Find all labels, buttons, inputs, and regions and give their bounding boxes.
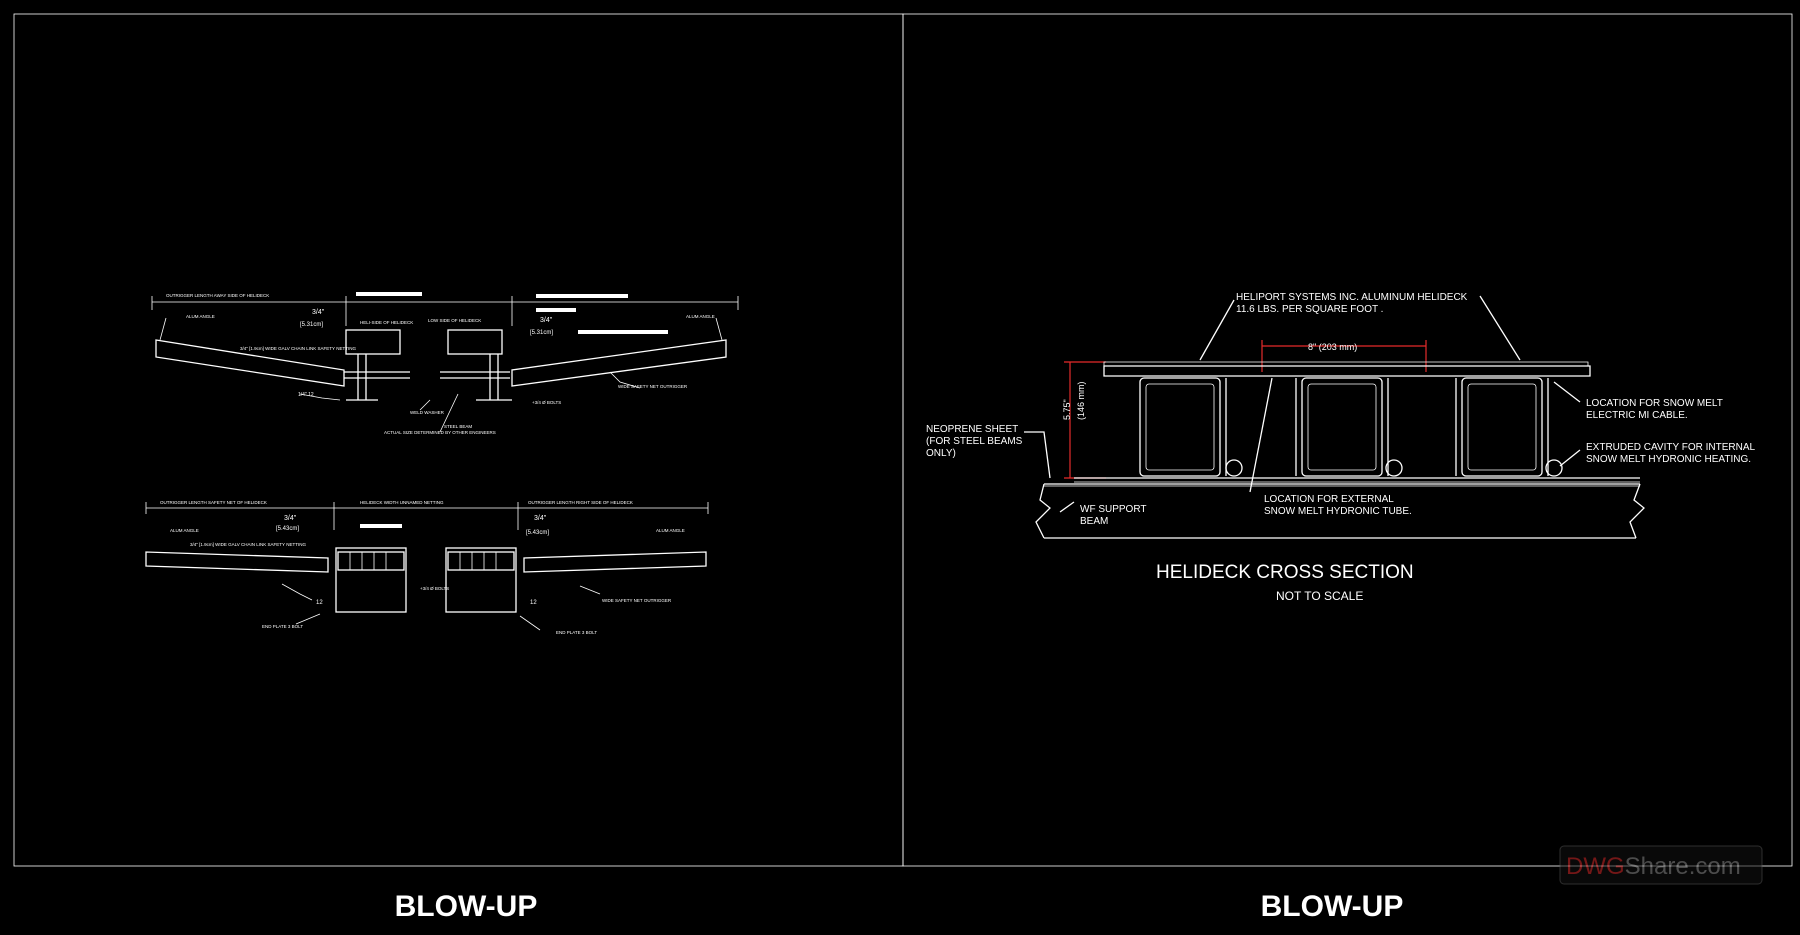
svg-text:WELD WASHER: WELD WASHER xyxy=(410,410,445,415)
cross-section-title: HELIDECK CROSS SECTION xyxy=(1156,562,1414,583)
neoprene-label-3: ONLY) xyxy=(926,448,956,459)
svg-text:OUTRIGGER LENGTH SAFETY NET OF: OUTRIGGER LENGTH SAFETY NET OF HELIDECK xyxy=(160,500,267,505)
svg-text:DWGShare.com: DWGShare.com xyxy=(1566,853,1741,880)
svg-text:ACTUAL SIZE DETERMINED BY OTHE: ACTUAL SIZE DETERMINED BY OTHER ENGINEER… xyxy=(384,430,496,435)
bar-1 xyxy=(356,292,422,296)
wf-label-2: BEAM xyxy=(1080,516,1108,527)
left-bottom-detail: OUTRIGGER LENGTH SAFETY NET OF HELIDECK … xyxy=(145,500,709,635)
svg-text:HELI-SIDE OF HELIDECK: HELI-SIDE OF HELIDECK xyxy=(360,320,413,325)
bar-2 xyxy=(536,294,628,298)
bar-3 xyxy=(536,308,576,312)
right-outrigger xyxy=(511,339,727,387)
svg-text:3/4": 3/4" xyxy=(534,515,547,522)
snowmelt-label-2: ELECTRIC MI CABLE. xyxy=(1586,410,1688,421)
neoprene-label-2: (FOR STEEL BEAMS xyxy=(926,436,1023,447)
svg-text:ALUM ANGLE: ALUM ANGLE xyxy=(656,528,685,533)
svg-text:3/4": 3/4" xyxy=(284,515,297,522)
deck-top-plate xyxy=(1103,365,1591,377)
svg-text:3/4" [1.9cm] WIDE GALV CHAIN L: 3/4" [1.9cm] WIDE GALV CHAIN LINK SAFETY… xyxy=(190,542,306,547)
svg-text:ALUM ANGLE: ALUM ANGLE xyxy=(170,528,199,533)
svg-text:LOW SIDE OF HELIDECK: LOW SIDE OF HELIDECK xyxy=(428,318,481,323)
svg-text:3/4" [1.9cm] WIDE GALV CHAIN L: 3/4" [1.9cm] WIDE GALV CHAIN LINK SAFETY… xyxy=(240,346,356,351)
svg-text:1/4" 12: 1/4" 12 xyxy=(298,392,314,398)
left-panel-frame xyxy=(13,13,904,867)
deck-cell-3 xyxy=(1461,377,1543,477)
bar-5 xyxy=(360,524,402,528)
snowmelt-label-1: LOCATION FOR SNOW MELT xyxy=(1586,398,1723,409)
extruded-label-2: SNOW MELT HYDRONIC HEATING. xyxy=(1586,454,1751,465)
extruded-label-1: EXTRUDED CAVITY FOR INTERNAL xyxy=(1586,442,1756,453)
svg-text:+3/4 Ø BOLTS: +3/4 Ø BOLTS xyxy=(532,400,561,405)
svg-text:END PLATE 3 BOLT: END PLATE 3 BOLT xyxy=(262,624,303,629)
helideck-cross-section xyxy=(1024,295,1645,539)
heliport-label-1: HELIPORT SYSTEMS INC. ALUMINUM HELIDECK xyxy=(1236,292,1468,303)
bar-4 xyxy=(578,330,668,334)
svg-text:3/4": 3/4" xyxy=(540,317,553,324)
svg-text:STEEL BEAM: STEEL BEAM xyxy=(444,424,472,429)
left-panel-title: BLOW-UP xyxy=(395,890,538,923)
svg-text:END PLATE 3 BOLT: END PLATE 3 BOLT xyxy=(556,630,597,635)
svg-text:[5.43cm]: [5.43cm] xyxy=(526,530,549,536)
heliport-label-2: 11.6 LBS. PER SQUARE FOOT . xyxy=(1236,304,1383,315)
svg-text:OUTRIGGER LENGTH AWAY SIDE OF: OUTRIGGER LENGTH AWAY SIDE OF HELIDECK xyxy=(166,293,269,298)
svg-text:12: 12 xyxy=(530,600,537,606)
watermark-logo: DWGShare.com xyxy=(1559,845,1763,885)
wf-label-1: WF SUPPORT xyxy=(1080,504,1146,515)
right-panel-title: BLOW-UP xyxy=(1261,890,1404,923)
svg-text:ALUM ANGLE: ALUM ANGLE xyxy=(686,314,715,319)
depth-label: 5.75" xyxy=(1062,399,1072,420)
cross-section-subtitle: NOT TO SCALE xyxy=(1276,589,1363,603)
external-label-2: SNOW MELT HYDRONIC TUBE. xyxy=(1264,506,1412,517)
left-outrigger xyxy=(155,339,345,387)
span-label: 8" (203 mm) xyxy=(1308,342,1357,352)
svg-text:[5.31cm]: [5.31cm] xyxy=(300,322,323,328)
deck-cell-1 xyxy=(1139,377,1221,477)
depth-mm-label: (146 mm) xyxy=(1076,381,1086,420)
svg-text:ALUM ANGLE: ALUM ANGLE xyxy=(186,314,215,319)
svg-text:+3/4 Ø BOLTS: +3/4 Ø BOLTS xyxy=(420,586,449,591)
svg-text:12: 12 xyxy=(316,600,323,606)
external-label-1: LOCATION FOR EXTERNAL xyxy=(1264,494,1394,505)
svg-text:OUTRIGGER LENGTH RIGHT SIDE OF: OUTRIGGER LENGTH RIGHT SIDE OF HELIDECK xyxy=(528,500,633,505)
deck-cell-2 xyxy=(1301,377,1383,477)
neoprene-label-1: NEOPRENE SHEET xyxy=(926,424,1018,435)
svg-text:WIDE SAFETY NET OUTRIGGER: WIDE SAFETY NET OUTRIGGER xyxy=(618,384,688,389)
svg-text:HELIDECK WIDTH UNNAMED NETTING: HELIDECK WIDTH UNNAMED NETTING xyxy=(360,500,444,505)
svg-text:WIDE SAFETY NET OUTRIGGER: WIDE SAFETY NET OUTRIGGER xyxy=(602,598,672,603)
svg-text:[5.31cm]: [5.31cm] xyxy=(530,330,553,336)
svg-text:3/4": 3/4" xyxy=(312,309,325,316)
svg-text:[5.43cm]: [5.43cm] xyxy=(276,526,299,532)
left-top-detail: OUTRIGGER LENGTH AWAY SIDE OF HELIDECK 3… xyxy=(151,292,739,435)
right-panel-frame xyxy=(902,13,1793,867)
